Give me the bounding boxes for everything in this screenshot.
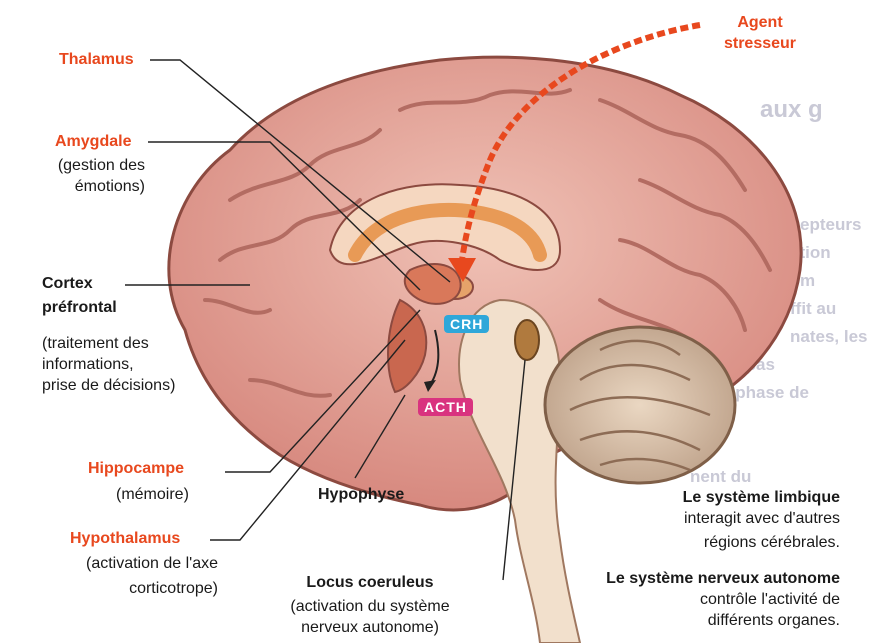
hypothalamus-desc-1: (activation de l'axe [20,553,218,574]
locus-line2: (activation du système [270,596,470,617]
hypothalamus-desc-2: corticotrope) [20,578,218,599]
thalamus-label: Thalamus [59,49,134,70]
cortex-label: Cortex préfrontal [42,273,117,318]
limbique-desc-2: régions cérébrales. [600,532,840,553]
cortex-line1: Cortex [42,273,117,294]
cortex-desc: (traitement des informations, prise de d… [42,333,175,396]
sna-title: Le système nerveux autonome [560,568,840,589]
limbique-title: Le système limbique [600,487,840,508]
cortex-desc-1: (traitement des [42,333,175,354]
agent-line1: Agent [700,12,820,33]
amygdale-desc: (gestion des émotions) [20,155,145,197]
amygdale-label: Amygdale [55,131,131,152]
acth-tag: ACTH [418,398,473,416]
agent-stresseur-label: Agent stresseur [700,12,820,54]
locus-shape [515,320,539,360]
agent-line2: stresseur [700,33,820,54]
hippocampe-desc: (mémoire) [116,484,189,505]
hypophyse-label: Hypophyse [318,484,404,505]
hypothalamus-desc: (activation de l'axe corticotrope) [20,553,218,599]
locus-line3: nerveux autonome) [270,617,470,638]
limbique-box: Le système limbique interagit avec d'aut… [600,487,840,553]
hypothalamus-label: Hypothalamus [70,528,180,549]
cortex-desc-3: prise de décisions) [42,375,175,396]
limbique-desc-1: interagit avec d'autres [600,508,840,529]
amygdale-desc-2: émotions) [20,176,145,197]
sna-desc-1: contrôle l'activité de [560,589,840,610]
sna-box: Le système nerveux autonome contrôle l'a… [560,568,840,631]
amygdale-desc-1: (gestion des [20,155,145,176]
sna-desc-2: différents organes. [560,610,840,631]
cortex-desc-2: informations, [42,354,175,375]
crh-tag: CRH [444,315,489,333]
cortex-line2: préfrontal [42,297,117,318]
locus-line1: Locus coeruleus [270,572,470,593]
hippocampe-label: Hippocampe [88,458,184,479]
locus-label: Locus coeruleus (activation du système n… [270,572,470,638]
